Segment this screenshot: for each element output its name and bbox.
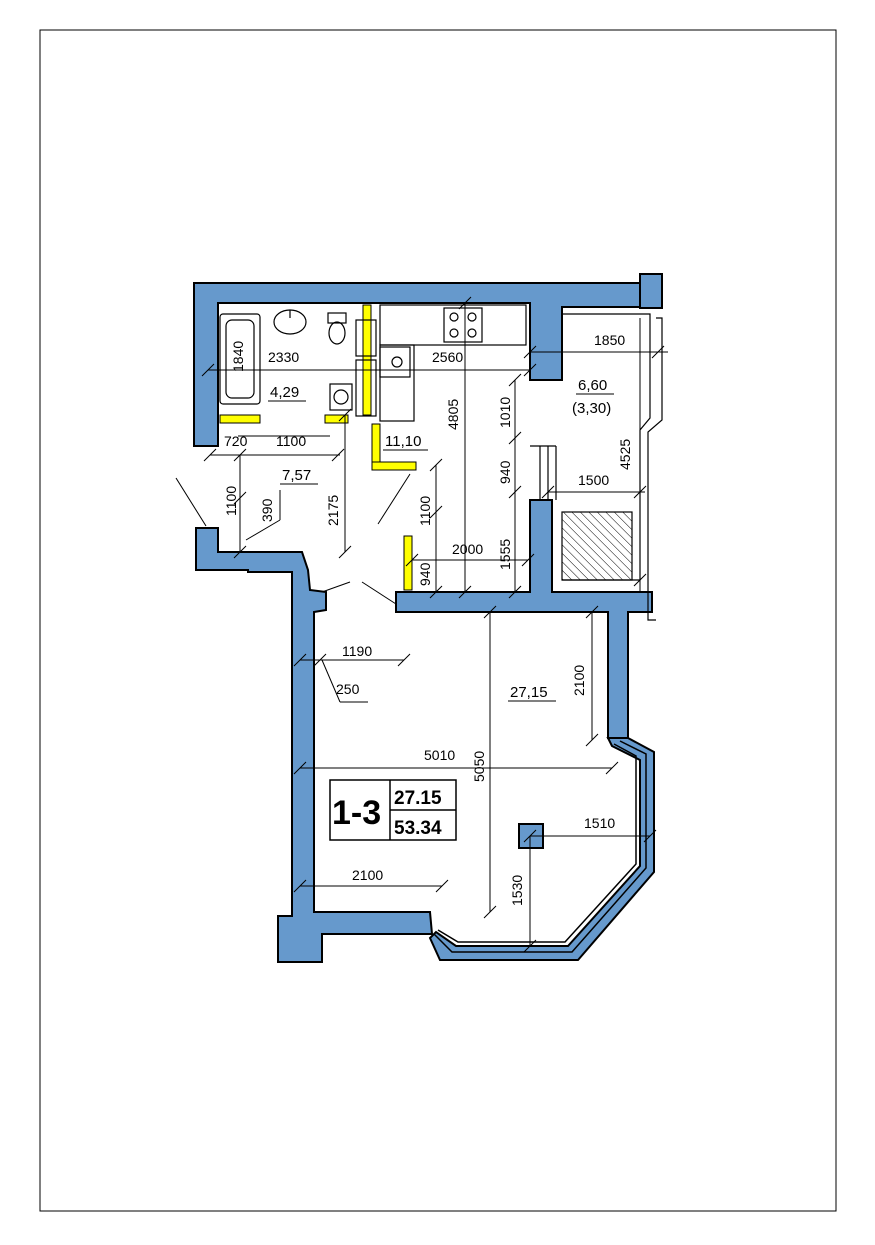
area-living: 27,15 [510,684,548,701]
dimension-lines [201,296,668,953]
dim-kitchen-940-top: 940 [497,460,513,484]
dim-balcony-1500: 1500 [578,472,609,488]
balcony-top-pier [639,273,663,309]
dim-kitchen-1100: 1100 [417,496,433,526]
dim-bath-width: 2330 [268,349,299,365]
toilet [327,312,347,324]
balcony-hatched-area [561,511,633,581]
dim-kitchen-width: 2560 [432,349,463,365]
area-kitchen: 11,10 [385,433,421,450]
bay-window-glazing [433,740,647,953]
kitchen-partition-c [403,535,413,591]
dim-kitchen-length: 4805 [445,399,461,430]
fixtures [219,304,557,500]
sheet-frame [39,29,837,1212]
dim-bay-1510: 1510 [584,815,615,831]
area-bathroom: 4,29 [270,384,299,401]
apartment-label: 1-3 27.15 53.34 [329,779,457,841]
bath-partition [219,414,261,424]
total-area: 53.34 [394,818,442,839]
kitchen-counter-side [379,344,415,422]
door-lines [175,473,411,605]
dim-living-1190: 1190 [342,643,372,659]
dim-hall-door-1100: 1100 [223,486,239,516]
dimension-labels: 1840 2330 2560 1850 1010 4805 4525 720 1… [223,332,633,906]
dim-living-2100-bottom: 2100 [352,867,383,883]
middle-wall [395,499,653,739]
boiler [329,383,353,411]
dim-bay-1530: 1530 [509,875,525,906]
dim-kitchen-2000: 2000 [452,541,483,557]
dim-balcony-length: 4525 [617,439,633,470]
apartment-number: 1-3 [332,794,381,832]
top-wall [193,282,656,447]
dim-kitchen-window: 1010 [497,397,513,428]
dim-living-2100-right: 2100 [571,665,587,696]
dim-hall-1100: 1100 [276,433,306,449]
dim-kitchen-1555: 1555 [497,539,513,570]
bathtub [219,313,261,405]
bay-window-wall [428,737,655,961]
dim-hall-2175: 2175 [325,495,341,526]
dim-living-5010: 5010 [424,747,455,763]
left-wall [195,527,434,963]
dim-living-5050: 5050 [471,751,487,782]
area-balcony-reduced: (3,30) [572,400,611,417]
area-balcony: 6,60 [578,377,607,394]
living-area-total: 27.15 [394,788,442,809]
wc-partition [324,414,349,424]
dim-bath-length: 1840 [230,341,246,372]
dim-kitchen-940-bottom: 940 [417,562,433,586]
kitchen-counter-top [379,304,527,346]
dim-hall-390: 390 [259,498,275,522]
kitchen-partition-b [371,461,417,471]
area-hall: 7,57 [282,467,311,484]
stove [443,307,483,343]
dim-balcony-width: 1850 [594,332,625,348]
dim-living-250: 250 [336,681,360,697]
dim-hall-720: 720 [224,433,248,449]
room-areas: 4,29 7,57 11,10 6,60 (3,30) 27,15 [268,377,614,702]
kitchen-sink [379,346,411,378]
